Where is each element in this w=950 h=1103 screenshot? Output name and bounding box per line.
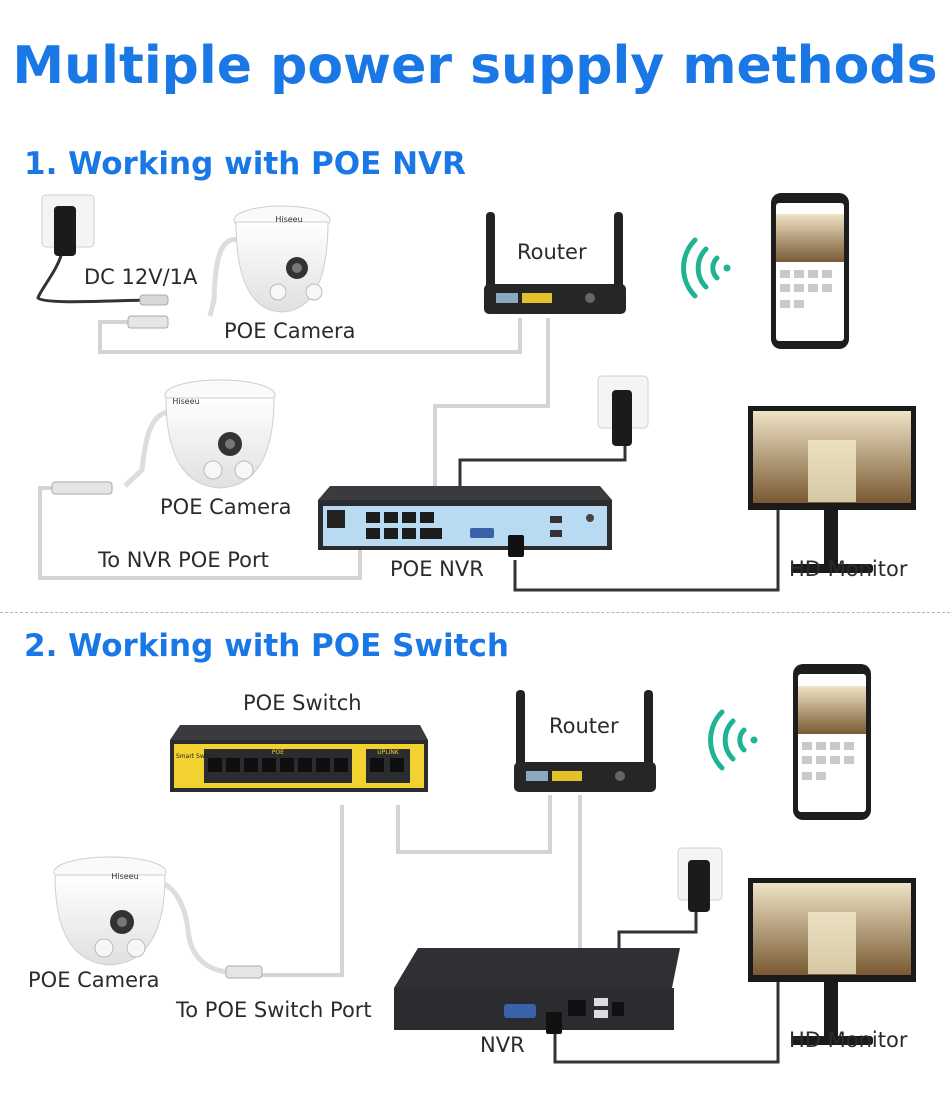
poe-camera-3-device	[53, 856, 167, 966]
router-2-label: Router	[549, 714, 619, 738]
s1-cables	[36, 236, 780, 592]
wifi-signal-2-icon	[708, 709, 758, 771]
rj45-connector-cam2	[51, 481, 113, 495]
page-title: Multiple power supply methods	[12, 36, 938, 96]
hd-monitor-1-label: HD Monitor	[789, 557, 908, 581]
switch-panel-text: Smart Switch	[176, 753, 216, 760]
section2-heading: 2. Working with POE Switch	[24, 628, 509, 664]
hd-monitor-1-device	[748, 406, 916, 573]
to-nvr-port-label: To NVR POE Port	[98, 548, 269, 572]
wifi-signal-1-icon	[681, 237, 731, 299]
camera3-brand-text: Hiseeu	[111, 872, 138, 881]
hd-monitor-2-label: HD Monitor	[789, 1028, 908, 1052]
poe-camera-1-label: POE Camera	[224, 319, 356, 343]
switch-poe-text: POE	[272, 749, 284, 756]
poe-camera-2-device	[164, 379, 276, 489]
poe-nvr-label: POE NVR	[390, 557, 484, 581]
hd-monitor-2-device	[748, 878, 916, 1045]
phone-1-device	[771, 193, 849, 349]
router-1-device	[484, 212, 626, 314]
section-divider	[0, 612, 950, 613]
nvr-hdmi-cable	[513, 505, 780, 592]
camera1-brand-text: Hiseeu	[275, 215, 302, 224]
camera2-pigtail	[123, 409, 169, 488]
router-1-label: Router	[517, 240, 587, 264]
router-nvr-cable	[433, 318, 550, 500]
switch-router-cable	[396, 795, 552, 854]
wall-socket-1	[41, 194, 95, 256]
router-2-device	[514, 690, 656, 792]
rj45-connector-cam1	[127, 315, 169, 329]
dc-power-label: DC 12V/1A	[84, 265, 198, 289]
dc-connector	[139, 294, 169, 306]
wall-socket-3	[677, 847, 723, 912]
camera1-pigtail	[207, 236, 241, 317]
nvr2-hdmi-cable	[553, 975, 780, 1064]
switch-uplink-text: UPLINK	[377, 749, 400, 756]
poe-camera-1-device	[233, 205, 331, 313]
dc-power-cable	[36, 251, 156, 304]
poe-switch-device	[170, 725, 428, 792]
nvr-device	[394, 948, 680, 1034]
camera1-network-cable	[98, 318, 522, 354]
wall-socket-2	[597, 375, 649, 446]
poe-nvr-device	[318, 486, 612, 557]
camera3-pigtail	[154, 877, 229, 975]
rj45-connector-cam3	[225, 965, 263, 979]
phone-2-device	[793, 664, 871, 820]
section1-heading: 1. Working with POE NVR	[24, 146, 466, 182]
poe-camera-2-label: POE Camera	[160, 495, 292, 519]
poe-camera-3-label: POE Camera	[28, 968, 160, 992]
switch-camera-cable	[250, 805, 344, 977]
camera2-brand-text: Hiseeu	[172, 397, 199, 406]
poe-switch-label: POE Switch	[243, 691, 362, 715]
nvr-label: NVR	[480, 1033, 525, 1057]
camera2-network-cable	[38, 486, 362, 580]
to-switch-port-label: To POE Switch Port	[176, 998, 372, 1022]
